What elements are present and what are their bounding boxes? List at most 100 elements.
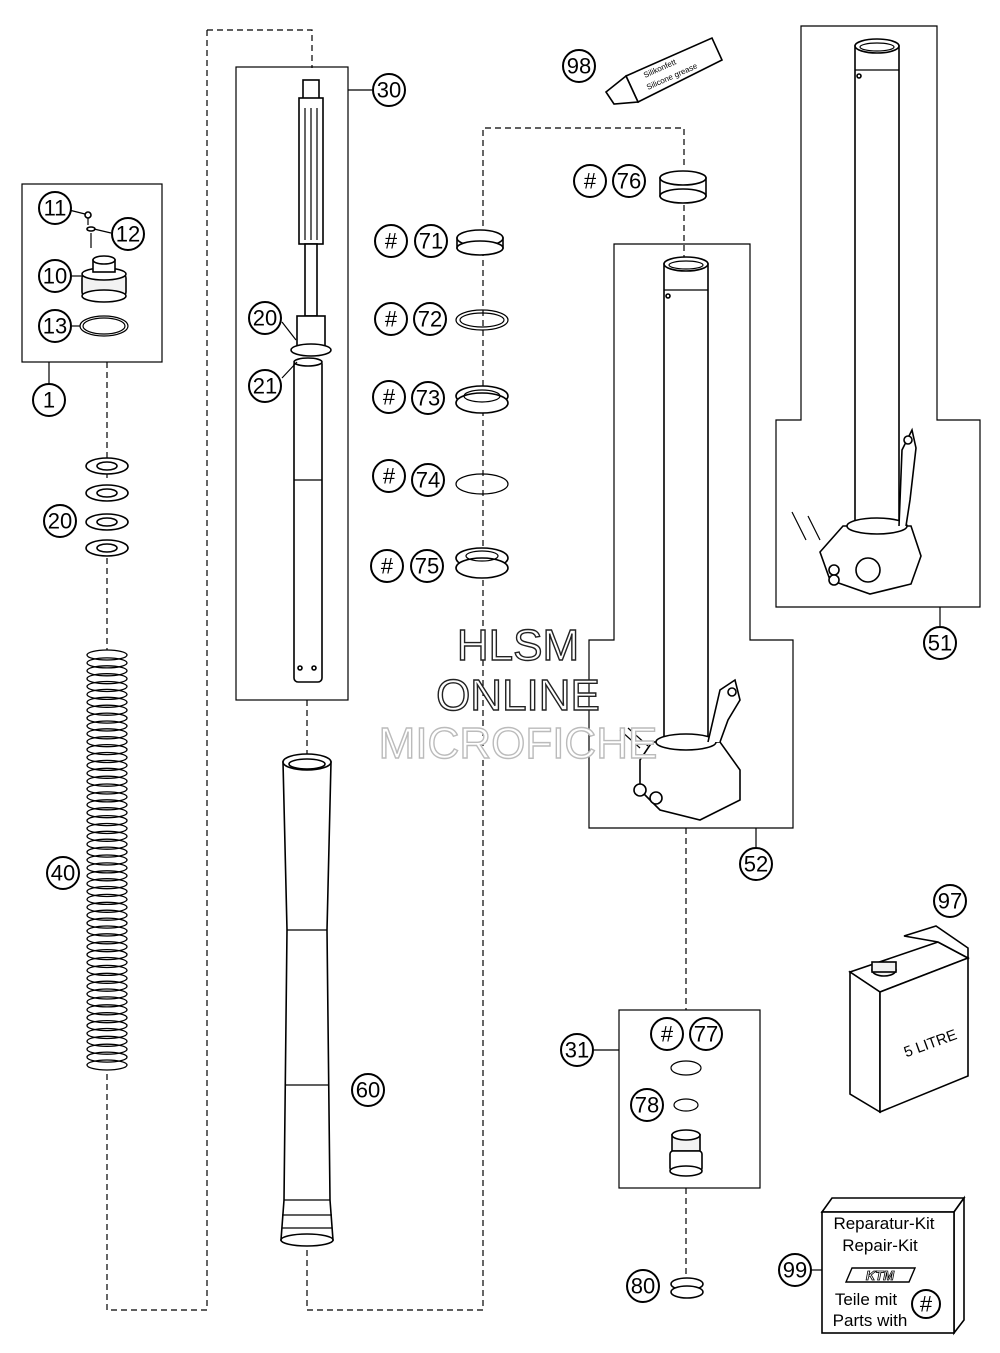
- callout-72: 72: [413, 302, 447, 336]
- spring-coil: [86, 925, 128, 937]
- spring-coil: [86, 956, 128, 969]
- spring-coil: [86, 1012, 128, 1024]
- callout-74: 74: [411, 463, 445, 497]
- svg-text:97: 97: [938, 889, 962, 914]
- svg-text:73: 73: [416, 386, 440, 411]
- spring-coil: [86, 933, 128, 945]
- spring-coil: [86, 838, 128, 850]
- spring-coil: [86, 901, 128, 913]
- svg-text:#: #: [383, 385, 396, 410]
- svg-text:74: 74: [416, 468, 440, 493]
- spring-coil: [86, 964, 128, 977]
- spring-coil: [86, 688, 128, 701]
- spring-coil: [86, 759, 128, 772]
- spring-coil: [86, 854, 128, 866]
- screw-cap-assembly: [79, 211, 129, 337]
- callout-99: 99: [778, 1253, 812, 1287]
- callout-77: 77: [689, 1017, 723, 1051]
- svg-text:98: 98: [567, 54, 591, 79]
- svg-text:71: 71: [419, 229, 443, 254]
- spring-coil: [86, 870, 128, 882]
- group-box-31: [618, 1009, 761, 1189]
- spring-coil: [86, 680, 128, 693]
- callout-71: 71: [414, 224, 448, 258]
- callout-30: 30: [372, 73, 406, 107]
- callout-31: 31: [560, 1033, 594, 1067]
- spring-coil: [86, 720, 128, 732]
- svg-text:20: 20: [48, 509, 72, 534]
- svg-text:#: #: [385, 229, 398, 254]
- repair-kit-line2: Repair-Kit: [842, 1236, 918, 1255]
- watermark-line3: MICROFICHE: [379, 719, 658, 768]
- spring-coil: [86, 988, 128, 1000]
- spring-coil: [86, 822, 128, 835]
- spring-coil: [86, 736, 128, 748]
- callout-21: 21: [248, 369, 282, 403]
- callout-98: 98: [562, 49, 596, 83]
- repair-kit-line1: Reparatur-Kit: [833, 1214, 934, 1233]
- watermark-line2: ONLINE: [436, 671, 600, 720]
- spring-coil: [86, 704, 128, 716]
- svg-text:60: 60: [356, 1078, 380, 1103]
- fork-oil-can: 5 LITRE: [848, 925, 970, 1114]
- svg-text:31: 31: [565, 1038, 589, 1063]
- group-box-52: [588, 243, 794, 829]
- spring-coil: [86, 743, 128, 756]
- spring-coil: [86, 665, 128, 677]
- spring-coil: [86, 980, 128, 992]
- callout-20-washers: 20: [43, 504, 77, 538]
- repair-kit-line4: Parts with: [833, 1311, 908, 1330]
- svg-text:78: 78: [635, 1093, 659, 1118]
- spring-coil: [86, 862, 128, 874]
- svg-text:#: #: [385, 307, 398, 332]
- spring-coil: [86, 846, 128, 858]
- spring-coil: [86, 909, 128, 921]
- svg-text:#: #: [381, 554, 394, 579]
- spring-coil: [86, 996, 128, 1008]
- svg-text:#: #: [584, 169, 597, 194]
- ktm-logo-text: KTM: [866, 1268, 895, 1283]
- group-box-51: [775, 25, 981, 608]
- outer-tube: [280, 753, 334, 1247]
- spring-coil: [86, 917, 128, 929]
- spring-coil: [86, 696, 128, 708]
- watermark: HLSM ONLINE MICROFICHE: [378, 620, 658, 768]
- callout-hash-73: #: [372, 380, 406, 414]
- svg-text:40: 40: [51, 861, 75, 886]
- callout-hash-76: #: [573, 164, 607, 198]
- spring-coil: [86, 1035, 128, 1047]
- spring-coil: [86, 799, 128, 811]
- svg-text:52: 52: [744, 852, 768, 877]
- spring-coil: [86, 767, 128, 779]
- svg-text:11: 11: [44, 196, 67, 221]
- svg-text:10: 10: [43, 264, 67, 289]
- svg-text:12: 12: [116, 222, 140, 247]
- fork-spring: [86, 649, 128, 1071]
- spring-coil: [86, 948, 128, 961]
- spring-coil: [86, 1043, 128, 1055]
- svg-text:51: 51: [928, 631, 952, 656]
- spring-coil: [86, 649, 128, 661]
- washers-20: [85, 457, 129, 557]
- spring-coil: [86, 830, 128, 842]
- spring-coil: [86, 712, 128, 724]
- svg-text:76: 76: [617, 169, 641, 194]
- inner-tube-52: [619, 256, 741, 821]
- ktm-logo: KTM: [844, 1267, 917, 1283]
- callout-hash-77: #: [650, 1017, 684, 1051]
- spring-coil: [86, 885, 128, 898]
- spring-coil: [86, 791, 128, 803]
- callout-40: 40: [46, 856, 80, 890]
- callout-13: 13: [38, 309, 72, 343]
- dashed-connector-lines: [106, 29, 687, 1311]
- repair-kit-hash: #: [920, 1292, 933, 1317]
- spring-coil: [86, 814, 128, 827]
- leader-lines: [48, 89, 941, 1271]
- silicone-grease-tube: Silikonfett Silicone grease: [604, 36, 724, 105]
- group-box-1: [21, 183, 163, 363]
- callout-76: 76: [612, 164, 646, 198]
- callout-1: 1: [32, 383, 66, 417]
- spring-coil: [86, 783, 128, 795]
- svg-text:1: 1: [43, 388, 55, 413]
- svg-text:99: 99: [783, 1258, 807, 1283]
